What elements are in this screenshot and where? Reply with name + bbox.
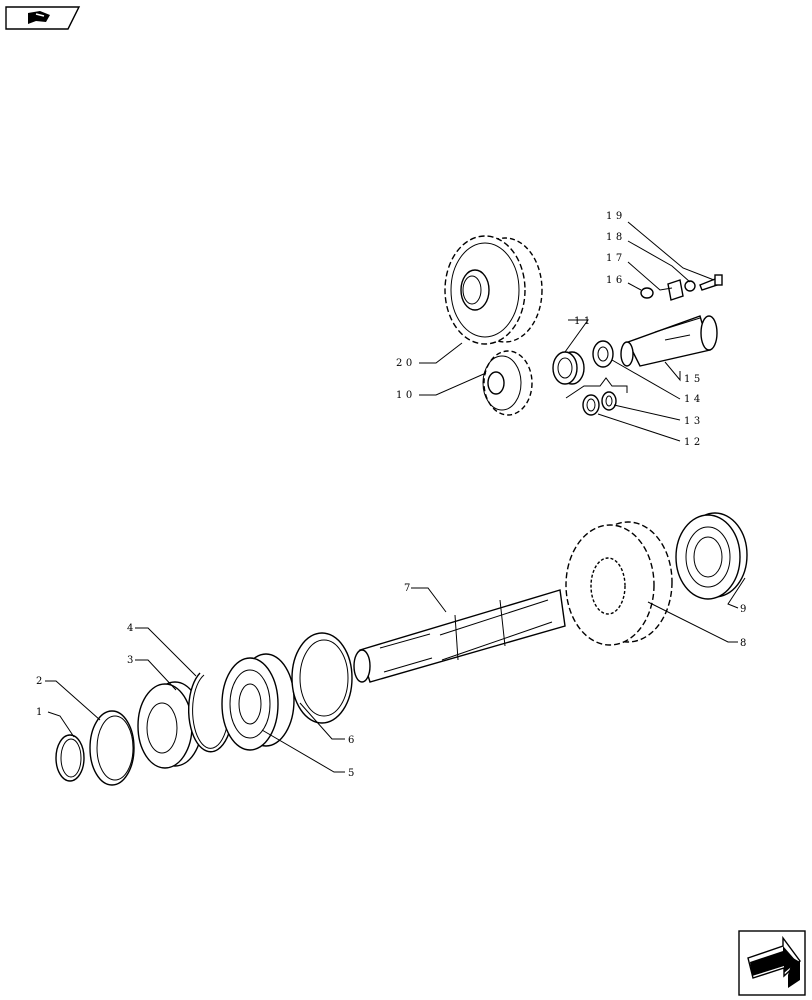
- callout-15: 15: [684, 374, 704, 385]
- next-page-button[interactable]: [738, 930, 806, 996]
- small-gear-part: [482, 350, 533, 416]
- roller-bearing-part: [675, 512, 748, 600]
- callout-2: 2: [36, 676, 46, 687]
- thrust-washer-part: [592, 340, 614, 368]
- splined-shaft-part: [353, 589, 566, 683]
- retaining-ring-part: [291, 632, 353, 724]
- callout-6: 6: [348, 735, 358, 746]
- callout-17: 17: [606, 253, 626, 264]
- snap-ring-part: [55, 734, 85, 782]
- callout-1: 1: [36, 707, 46, 718]
- leader-lines: [45, 221, 746, 773]
- lock-plate-part: [667, 279, 684, 301]
- idler-shaft-part: [620, 315, 718, 367]
- callout-7: 7: [404, 583, 414, 594]
- callout-11: 11: [574, 316, 594, 327]
- callout-4: 4: [127, 623, 137, 634]
- double-gear-part: [444, 235, 543, 345]
- callout-3: 3: [127, 655, 137, 666]
- small-washer-part: [684, 280, 696, 292]
- callout-9: 9: [740, 604, 750, 615]
- callout-19: 19: [606, 211, 626, 222]
- group-bracket: [565, 377, 628, 399]
- page-forward-arrow-icon: [747, 935, 801, 988]
- bolt-part: [699, 274, 723, 291]
- prev-page-button[interactable]: [5, 6, 81, 30]
- callout-5: 5: [348, 768, 358, 779]
- callout-13: 13: [684, 416, 704, 427]
- ball-bearing-part: [221, 653, 295, 751]
- callout-18: 18: [606, 232, 626, 243]
- nut-part: [640, 287, 654, 299]
- needle-bearing-part: [552, 351, 585, 385]
- large-gear-part: [565, 521, 673, 646]
- callout-10: 10: [396, 390, 416, 401]
- callout-20: 20: [396, 358, 416, 369]
- book-arrow-icon: [28, 11, 50, 24]
- callout-12: 12: [684, 437, 704, 448]
- washer-pair-part: [582, 391, 617, 416]
- callout-16: 16: [606, 275, 626, 286]
- callout-14: 14: [684, 394, 704, 405]
- spacer-ring-part: [89, 710, 135, 786]
- circlip-part: [187, 672, 233, 753]
- callout-8: 8: [740, 638, 750, 649]
